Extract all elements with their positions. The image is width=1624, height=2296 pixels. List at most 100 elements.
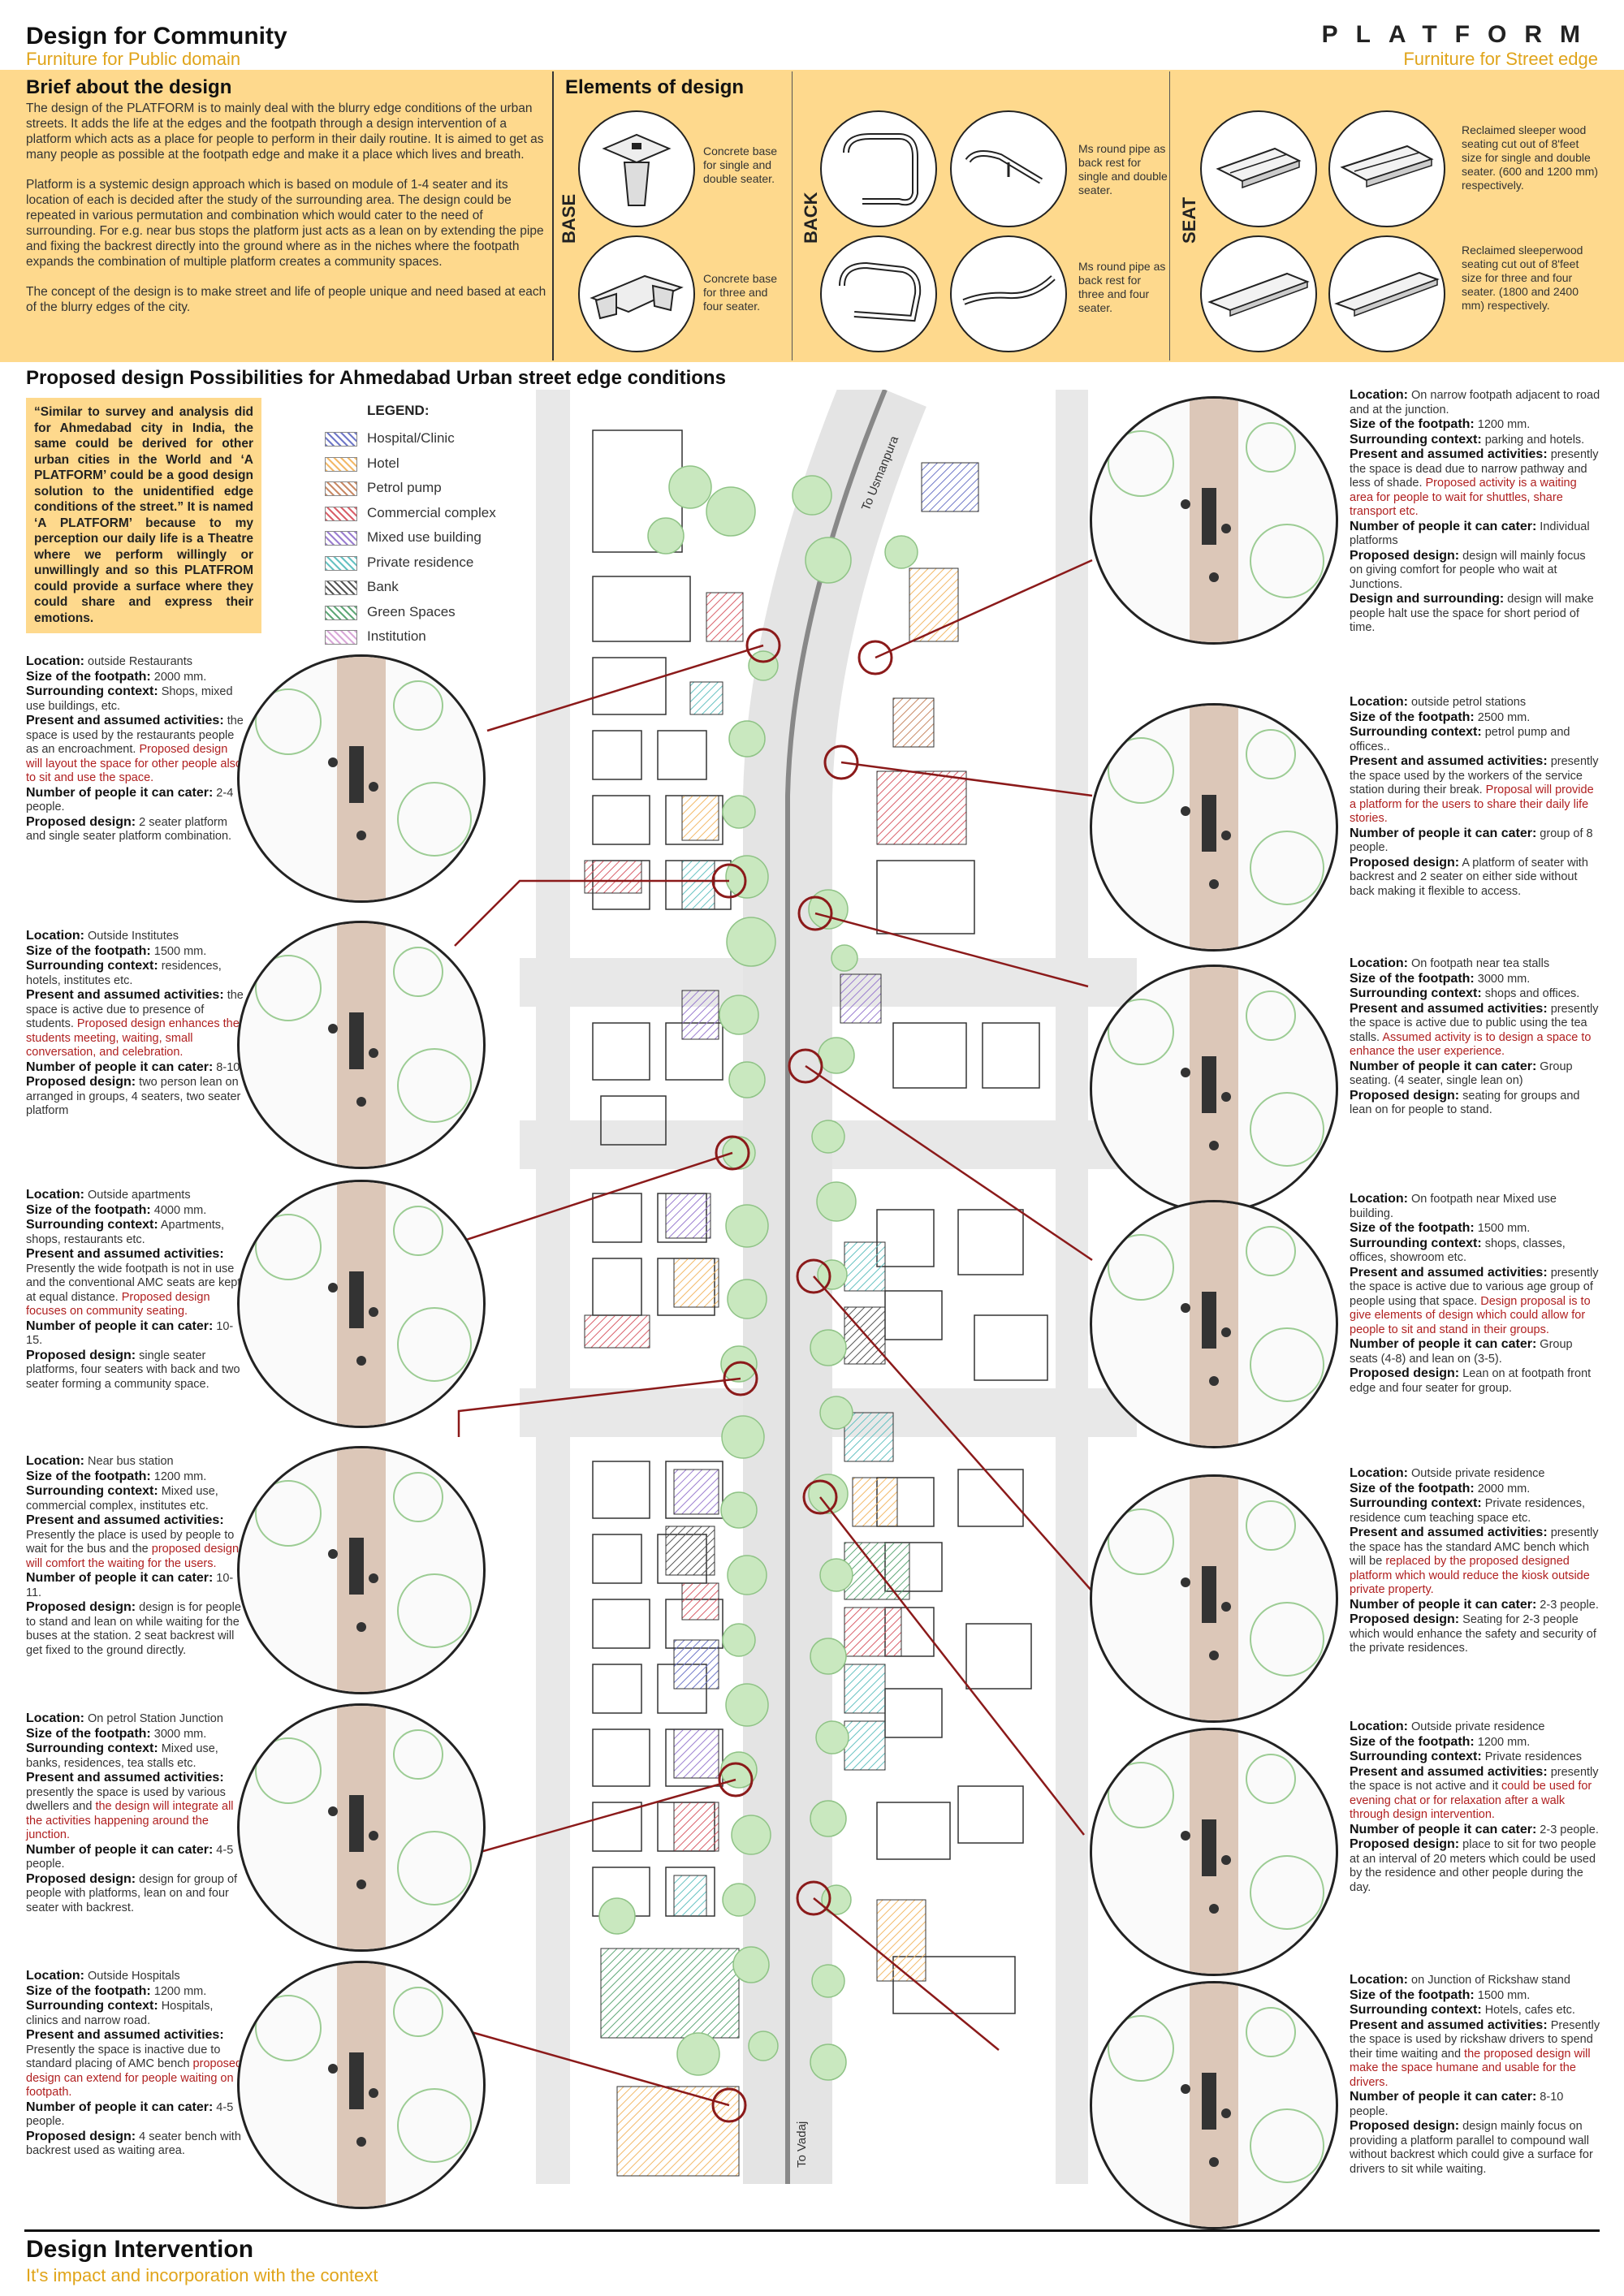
field-label: Proposed design: xyxy=(26,814,136,829)
site-plan-circle xyxy=(1090,1981,1338,2229)
field-value: Outside private residence xyxy=(1411,1467,1545,1480)
field-label: Location: xyxy=(1350,1973,1408,1987)
back-single-rail-diagram xyxy=(950,110,1067,227)
legend-swatch xyxy=(325,531,357,546)
field-value: design will mainly focus on giving comfo… xyxy=(1350,549,1586,591)
field-label: Surrounding context: xyxy=(1350,986,1482,1000)
field-value: Group seats (4-8) and lean on (3-5). xyxy=(1350,1338,1573,1366)
field-value: Presently the space is inactive due to s… xyxy=(26,2043,221,2071)
field-label: Surrounding context: xyxy=(1350,1750,1482,1763)
field-value-highlight: the design will integrate all the activi… xyxy=(26,1800,234,1841)
legend-swatch xyxy=(325,605,357,620)
field-label: Proposed design: xyxy=(1350,2119,1460,2133)
legend-swatch xyxy=(325,456,357,472)
field-value: presently the space used by the workers … xyxy=(1350,755,1599,796)
field-label: Surrounding context: xyxy=(1350,1236,1482,1250)
field-label: Number of people it can cater: xyxy=(1350,1337,1537,1351)
field-value: place to sit for two people at an interv… xyxy=(1350,1838,1596,1894)
legend-title: LEGEND: xyxy=(367,403,430,418)
field-value-highlight: Proposed design focuses on community sea… xyxy=(26,1290,210,1318)
field-label: Present and assumed activities: xyxy=(1350,1526,1548,1539)
base2-text: Concrete base for three and four seater. xyxy=(703,272,778,313)
field-value: 8-10 people. xyxy=(1350,2091,1564,2118)
site-plan-circle xyxy=(237,1703,486,1952)
field-value: single seater platforms, four seaters wi… xyxy=(26,1349,240,1391)
base1-text: Concrete base for single and double seat… xyxy=(703,145,778,185)
field-label: Surrounding context: xyxy=(1350,432,1482,447)
legend-swatch xyxy=(325,506,357,521)
seat1-text: Reclaimed sleeper wood seating cut out o… xyxy=(1462,123,1599,192)
field-value: Group seating. (4 seater, single lean on… xyxy=(1350,1060,1573,1088)
field-label: Present and assumed activities: xyxy=(26,1247,224,1261)
field-value: 1200 mm. xyxy=(1477,418,1531,431)
field-value: design will make people halt use the spa… xyxy=(1350,593,1594,634)
seat-triple-diagram xyxy=(1200,235,1317,352)
field-label: Present and assumed activities: xyxy=(26,2028,224,2042)
field-value-highlight: the proposed design will make the space … xyxy=(1350,2047,1591,2089)
field-label: Surrounding context: xyxy=(26,1218,158,1232)
field-label: Proposed design: xyxy=(1350,855,1460,870)
brief-p3: The concept of the design is to make str… xyxy=(26,285,546,314)
field-label: Location: xyxy=(1350,1720,1408,1733)
field-value: Hotels, cafes etc. xyxy=(1484,2004,1575,2017)
footer-rule xyxy=(24,2229,1600,2232)
site-plan-circle xyxy=(1090,965,1338,1213)
field-label: Surrounding context: xyxy=(26,1484,158,1498)
field-value-highlight: Proposed design will layout the space fo… xyxy=(26,743,242,784)
field-value-highlight: Proposal will provide a platform for the… xyxy=(1350,783,1594,825)
field-value: presently the space is used by various d… xyxy=(26,1785,226,1814)
field-value: group of 8 people. xyxy=(1350,826,1593,855)
field-label: Number of people it can cater: xyxy=(1350,519,1537,533)
field-label: Location: xyxy=(26,654,84,668)
field-label: Number of people it can cater: xyxy=(26,1060,214,1074)
field-label: Size of the footpath: xyxy=(1350,1221,1475,1235)
legend-label: Private residence xyxy=(367,554,474,570)
legend-label: Mixed use building xyxy=(367,529,482,545)
field-label: Present and assumed activities: xyxy=(1350,754,1548,768)
brief-text: The design of the PLATFORM is to mainly … xyxy=(26,101,554,315)
field-label: Number of people it can cater: xyxy=(26,2100,214,2114)
field-label: Location: xyxy=(26,1188,84,1202)
field-label: Location: xyxy=(1350,388,1408,402)
field-label: Proposed design: xyxy=(26,1075,136,1089)
seat-single-diagram xyxy=(1200,110,1317,227)
field-value: parking and hotels. xyxy=(1484,433,1585,447)
proposal-heading: Proposed design Possibilities for Ahmeda… xyxy=(26,367,726,389)
field-value: Outside Hospitals xyxy=(88,1970,180,1983)
street-map: To Usmanpura To Vadaj xyxy=(520,390,1137,2184)
field-label: Size of the footpath: xyxy=(26,1202,151,1217)
page-title: Design for Community xyxy=(26,23,287,50)
field-value: 2000 mm. xyxy=(1477,1482,1531,1495)
field-value: Presently the place is used by people to… xyxy=(26,1528,235,1556)
field-value: Outside Institutes xyxy=(88,930,179,943)
field-label: Present and assumed activities: xyxy=(26,988,224,1002)
brief-p2: Platform is a systemic design approach w… xyxy=(26,178,544,269)
field-value: Presently the space is used by rickshaw … xyxy=(1350,2018,1600,2061)
field-value: Presently the wide footpath is not in us… xyxy=(26,1262,241,1304)
field-label: Design and surrounding: xyxy=(1350,592,1505,606)
field-label: Present and assumed activities: xyxy=(26,714,224,727)
field-value: the space is used by the restaurants peo… xyxy=(26,714,244,756)
field-value: Outside apartments xyxy=(88,1189,191,1202)
map-label-south: To Vadaj xyxy=(795,2121,809,2168)
field-value: design is for people to stand and lean o… xyxy=(26,1601,241,1657)
field-value: Private residences xyxy=(1484,1750,1582,1763)
field-label: Location: xyxy=(1350,1192,1408,1206)
legend-label: Hospital/Clinic xyxy=(367,430,455,446)
field-value: 4-5 people. xyxy=(26,1843,234,1871)
field-label: Location: xyxy=(26,1711,84,1725)
field-label: Present and assumed activities: xyxy=(1350,447,1548,461)
field-label: Number of people it can cater: xyxy=(1350,1822,1537,1836)
field-value: Private residences, residence cum teachi… xyxy=(1350,1497,1585,1525)
field-value: 3000 mm. xyxy=(1477,972,1531,986)
field-label: Present and assumed activities: xyxy=(1350,1265,1548,1280)
field-label: Size of the footpath: xyxy=(26,1983,151,1998)
field-label: Size of the footpath: xyxy=(1350,1481,1475,1495)
field-value: Hospitals, clinics and narrow road. xyxy=(26,2000,214,2027)
field-label: Surrounding context: xyxy=(1350,725,1482,739)
band-divider xyxy=(1169,71,1170,360)
